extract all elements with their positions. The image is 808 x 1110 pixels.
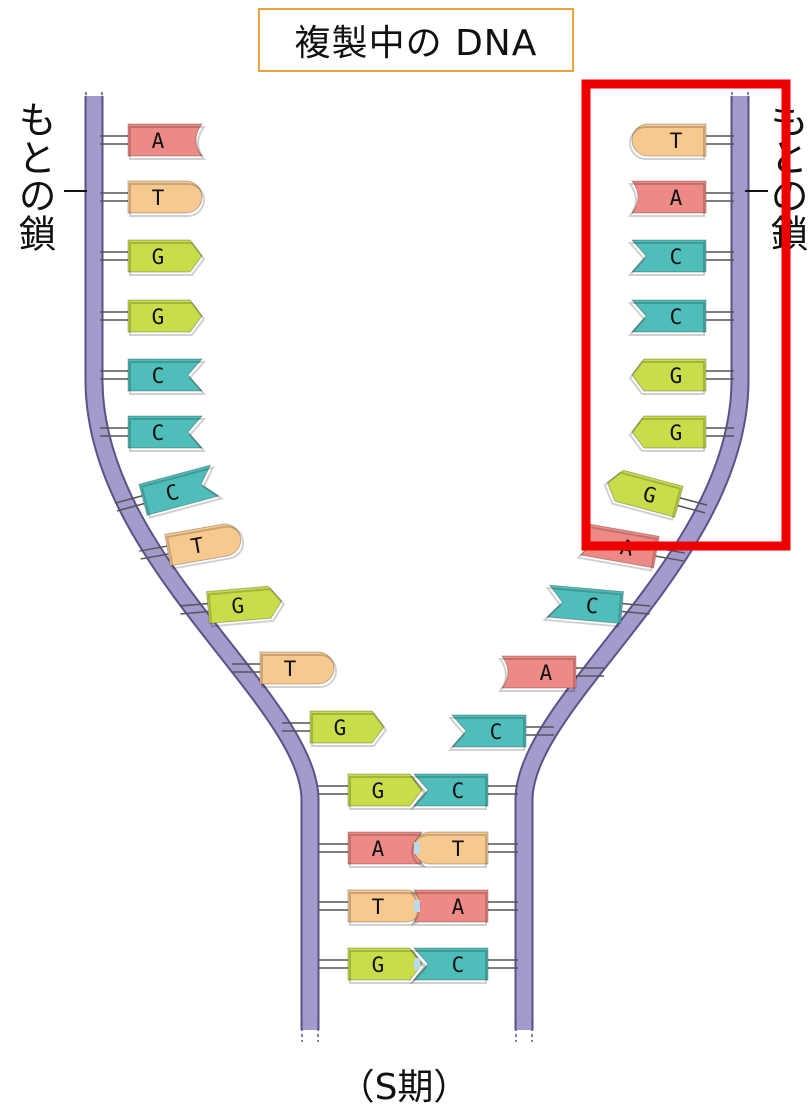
right-base-9-C: C — [542, 584, 651, 628]
svg-text:A: A — [540, 661, 553, 685]
strand-end-marks — [85, 92, 749, 1042]
svg-text:A: A — [452, 895, 465, 919]
hydrogen-bond-4 — [414, 958, 420, 970]
right-base-3-C: C — [627, 239, 734, 276]
svg-text:G: G — [334, 716, 347, 740]
svg-text:G: G — [152, 305, 165, 329]
right-base-1-T: T — [629, 123, 734, 160]
pair-4-right-C: C — [409, 947, 518, 984]
highlight-box — [581, 79, 791, 551]
original-strand-label-left: もとの鎖 — [12, 100, 56, 252]
hydrogen-bond-2 — [414, 842, 420, 854]
left-base-7-C: C — [114, 464, 224, 519]
left-base-5-C: C — [100, 358, 207, 395]
svg-text:G: G — [670, 421, 683, 445]
svg-text:G: G — [152, 245, 165, 269]
svg-text:C: C — [670, 305, 683, 329]
s-phase-caption: （S期） — [338, 1067, 470, 1108]
svg-text:T: T — [152, 186, 165, 210]
svg-text:A: A — [152, 129, 165, 153]
svg-text:T: T — [284, 657, 297, 681]
pair-1-right-C: C — [409, 773, 518, 810]
svg-text:G: G — [372, 953, 385, 977]
left-base-4-G: G — [100, 299, 206, 336]
pair-4-left-G: G — [318, 947, 426, 984]
pair-2-right-T: T — [411, 831, 518, 868]
right-strand-fill — [516, 96, 748, 1030]
svg-text:T: T — [372, 895, 385, 919]
pair-3-left-T: T — [318, 889, 425, 926]
svg-text:C: C — [490, 720, 503, 744]
left-base-6-C: C — [100, 415, 207, 452]
right-base-2-A: A — [628, 180, 734, 217]
right-base-5-G: G — [628, 358, 734, 395]
svg-text:A: A — [670, 186, 683, 210]
svg-text:C: C — [452, 779, 465, 803]
pair-2-left-A: A — [318, 831, 426, 868]
svg-text:T: T — [452, 837, 465, 861]
left-base-8-T: T — [139, 523, 245, 570]
right-base-6-G: G — [628, 415, 734, 452]
svg-text:A: A — [372, 837, 385, 861]
left-base-2-T: T — [100, 180, 205, 217]
left-base-3-G: G — [100, 239, 206, 276]
right-base-7-G: G — [603, 469, 708, 521]
svg-text:T: T — [189, 533, 206, 559]
svg-text:G: G — [670, 364, 683, 388]
left-base-11-G: G — [282, 710, 388, 747]
svg-text:G: G — [640, 482, 658, 508]
left-strand-fill — [86, 96, 318, 1030]
hydrogen-bond-3 — [414, 900, 420, 912]
right-base-10-A: A — [498, 655, 604, 692]
pair-1-left-G: G — [318, 773, 426, 810]
left-base-9-G: G — [179, 585, 286, 628]
svg-text:C: C — [152, 364, 165, 388]
svg-text:C: C — [152, 421, 165, 445]
left-base-1-A: A — [100, 123, 206, 160]
svg-text:T: T — [670, 129, 683, 153]
diagram-title: 複製中の DNA — [258, 8, 574, 72]
pair-3-right-A: A — [410, 889, 518, 926]
right-base-11-C: C — [447, 714, 554, 751]
left-base-10-T: T — [232, 651, 337, 688]
svg-text:C: C — [585, 593, 600, 618]
svg-text:G: G — [231, 593, 246, 618]
svg-text:C: C — [452, 953, 465, 977]
svg-text:C: C — [670, 245, 683, 269]
right-base-4-C: C — [627, 299, 734, 336]
svg-text:C: C — [163, 480, 181, 506]
svg-text:G: G — [372, 779, 385, 803]
